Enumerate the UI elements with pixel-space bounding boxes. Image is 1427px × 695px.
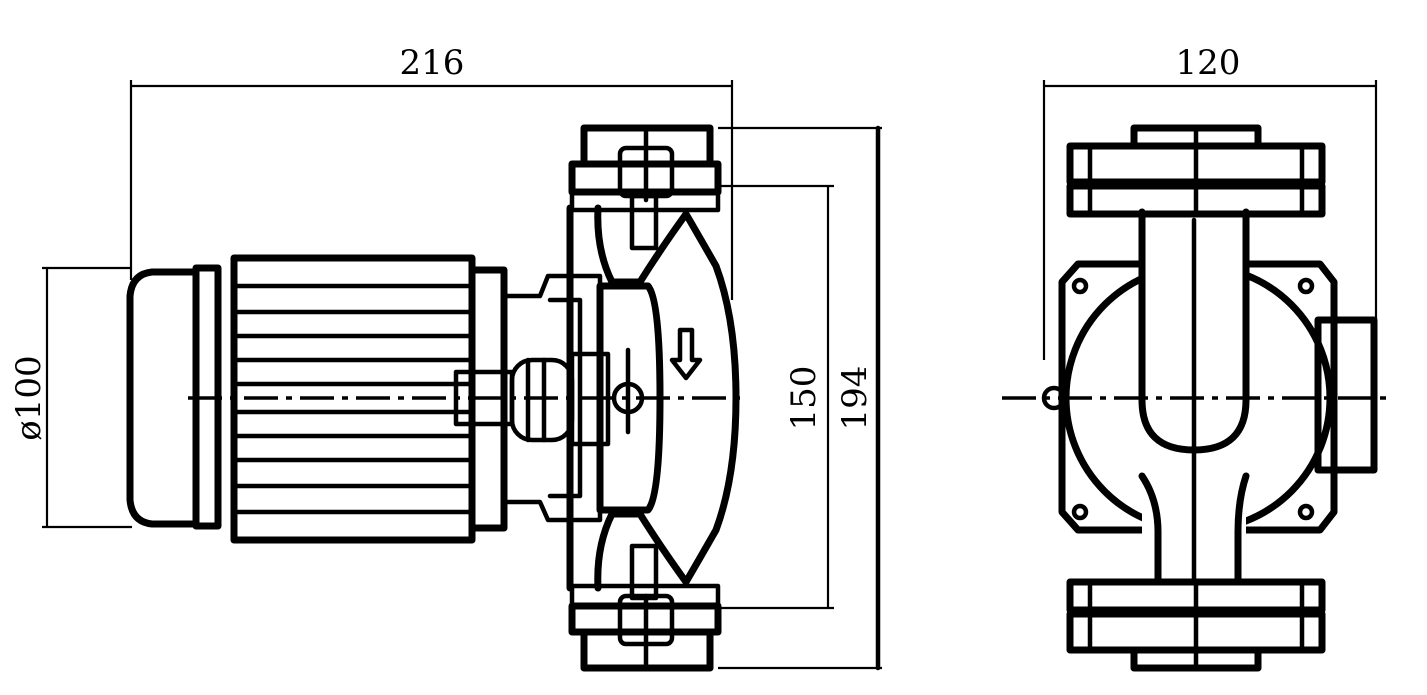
flow-direction-arrow [669, 327, 703, 381]
dimension-diameter: ø100 [9, 266, 132, 529]
dimension-length-label: 216 [400, 43, 465, 83]
lower-flange [568, 543, 722, 672]
dimension-width: 120 [1042, 43, 1378, 360]
dimension-port-spacing-label: 150 [784, 366, 824, 431]
motor-end-cap [126, 268, 200, 528]
dimension-total-height: 194 [718, 125, 882, 671]
mounting-plate [1058, 260, 1338, 534]
dimension-width-label: 120 [1176, 43, 1241, 83]
dimension-port-spacing: 150 [715, 184, 834, 610]
front-view: 120 [1002, 43, 1392, 672]
dimension-total-height-label: 194 [835, 366, 875, 431]
bolt-hole-bottom-right [1297, 503, 1315, 521]
terminal-box [1314, 316, 1378, 474]
front-upper-flange [1066, 124, 1326, 218]
dimension-diameter-label: ø100 [9, 355, 49, 440]
side-view: 216 ø100 150 194 [9, 43, 882, 672]
bolt-hole-bottom-left [1071, 503, 1089, 521]
dimension-length: 216 [129, 43, 734, 300]
bolt-hole-top-right [1297, 277, 1315, 295]
upper-flange [568, 124, 722, 251]
front-lower-flange [1066, 578, 1326, 672]
terminal-screw [611, 347, 645, 435]
bolt-hole-top-left [1071, 277, 1089, 295]
